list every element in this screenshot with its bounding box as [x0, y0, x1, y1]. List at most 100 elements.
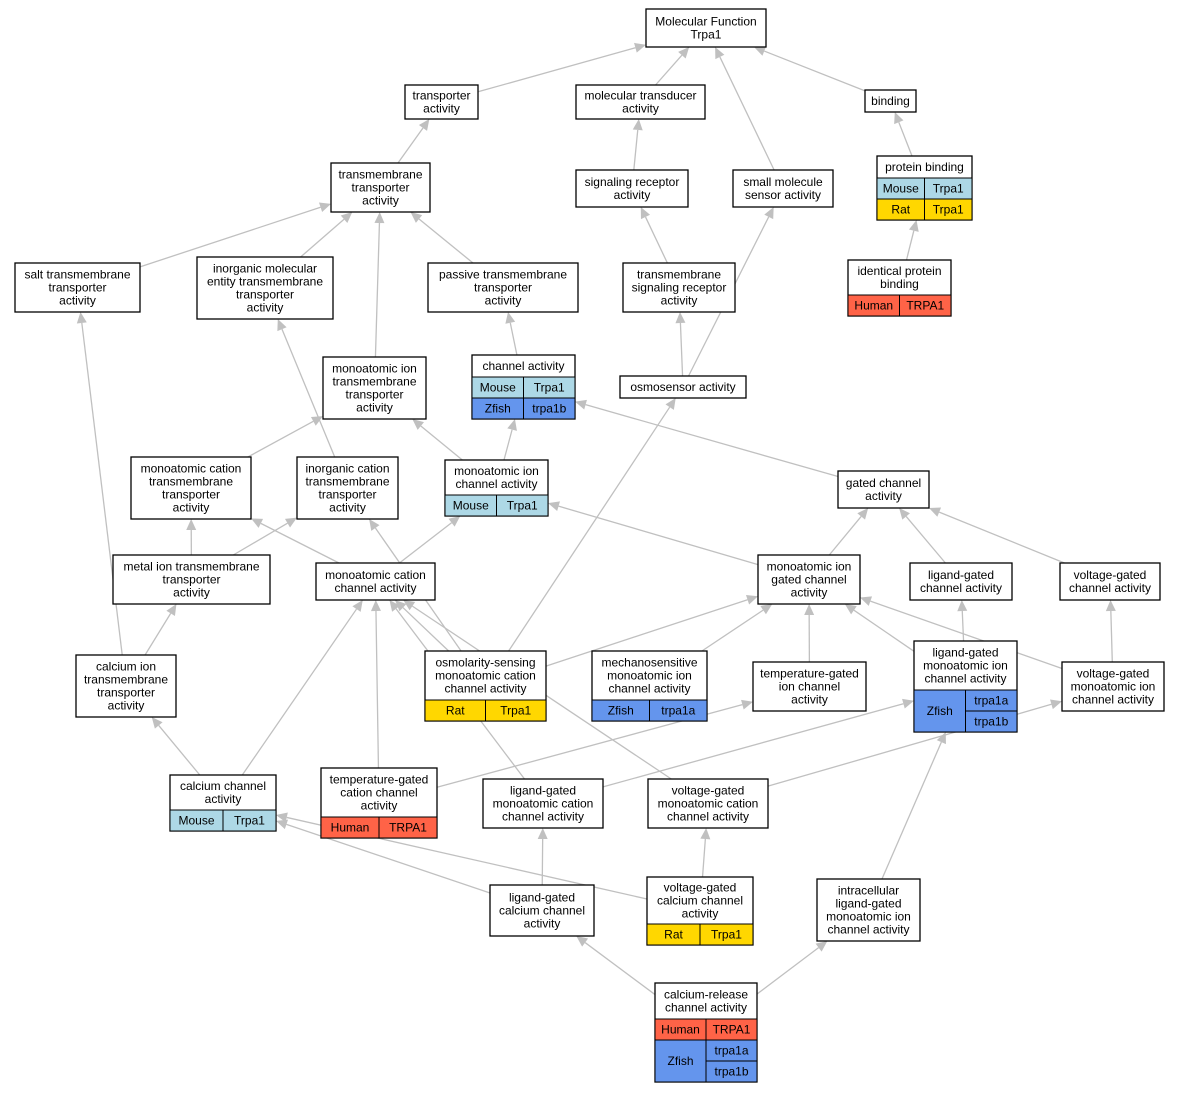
node-label-line: transmembrane [84, 673, 168, 687]
edge-line [397, 127, 424, 164]
gene-cell [965, 710, 1018, 733]
node-label-line: small molecule [743, 175, 823, 189]
node-label-line: channel activity [334, 581, 416, 595]
edge-arrowhead [754, 46, 767, 56]
species-label: Human [331, 821, 370, 835]
node-binding: binding [864, 89, 917, 113]
edge-arrowhead [745, 594, 758, 605]
edge-arrowhead [678, 47, 690, 59]
node-label-line: transporter [318, 488, 376, 502]
edge-line [938, 511, 1065, 564]
edge-arrowhead [507, 419, 517, 431]
species-label: Mouse [480, 381, 516, 395]
node-label-line: ligand-gated [932, 646, 998, 660]
node-label-line: temperature-gated [330, 773, 429, 787]
node-label-line: calcium channel [180, 779, 266, 793]
edge-arrowhead [369, 519, 380, 531]
node-label-line: Trpa1 [691, 28, 722, 42]
gene-cell [899, 294, 952, 317]
edge-arrowhead [1050, 699, 1062, 710]
edge-line [144, 613, 172, 656]
edge-arrowhead [760, 604, 773, 615]
node-osmosensor: osmosensor activity [619, 375, 747, 399]
node-label-line: activity [614, 188, 651, 202]
node-box [575, 84, 706, 120]
edge-metal-ion-tm-to-monoatomic-cation-tm [186, 519, 197, 556]
edge-line [853, 609, 915, 652]
gene-label: trpa1b [974, 715, 1008, 729]
node-label-line: osmosensor activity [630, 380, 735, 394]
gene-label: Trpa1 [507, 499, 538, 513]
node-box [575, 169, 689, 208]
edge-arrowhead [403, 600, 416, 611]
edge-arrowhead [76, 312, 87, 324]
edge-arrowhead [764, 207, 774, 220]
edge-arrowhead [634, 42, 646, 53]
edge-protein-binding-to-binding [894, 112, 913, 157]
gene-label: trpa1a [974, 694, 1008, 708]
node-label-line: activity [205, 792, 242, 806]
edge-line [1110, 610, 1113, 663]
edge-arrowhead [575, 399, 587, 410]
edge-arrowhead [340, 212, 353, 223]
edge-line [719, 56, 775, 171]
node-label-line: activity [791, 693, 828, 707]
node-label-line: channel activity [665, 1001, 747, 1015]
edge-monoatomic-cation-channel-to-monoatomic-ion-channel [399, 516, 461, 564]
edge-line [905, 230, 915, 261]
edge-salt-tm-to-tm-transporter [139, 202, 331, 268]
node-label-line: voltage-gated [672, 784, 745, 798]
node-box [14, 262, 141, 313]
edge-arrowhead [276, 819, 289, 830]
node-label-line: entity transmembrane [207, 275, 323, 289]
node-label-line: binding [880, 277, 919, 291]
edge-line [961, 610, 965, 642]
node-label-line: inorganic cation [305, 462, 389, 476]
edge-arrowhead [857, 508, 869, 520]
node-label-line: activity [865, 489, 902, 503]
node-label-line: voltage-gated [1074, 568, 1147, 582]
node-box [752, 661, 867, 712]
node-box [130, 456, 252, 520]
node-label-line: activity [485, 294, 522, 308]
node-label-line: gated channel [846, 476, 921, 490]
node-label-line: calcium-release [664, 988, 748, 1002]
node-label-line: calcium channel [499, 904, 585, 918]
node-box [482, 778, 604, 829]
edge-line [870, 600, 1063, 670]
node-label-line: voltage-gated [664, 881, 737, 895]
gene-label: trpa1a [661, 704, 695, 718]
edge-arrowhead [537, 828, 548, 840]
edge-ligand-gated-monoatomic-ion-to-ligand-gated-channel [957, 600, 968, 642]
node-label-line: transporter [236, 288, 294, 302]
edge-arrowhead [284, 517, 297, 528]
edge-line [898, 122, 913, 157]
species-label: Zfish [485, 402, 511, 416]
node-label-line: ion channel [779, 680, 840, 694]
edge-osmolarity-sensing-to-monoatomic-cation-channel [394, 600, 450, 652]
node-label-line: monoatomic ion [607, 669, 692, 683]
edge-arrowhead [936, 732, 946, 745]
node-label-line: monoatomic ion [454, 464, 539, 478]
edge-arrowhead [700, 828, 711, 840]
node-label-line: activity [661, 294, 698, 308]
gene-label: Trpa1 [500, 704, 531, 718]
node-label-line: channel activity [502, 810, 584, 824]
gene-cell [705, 1060, 758, 1083]
edge-metal-ion-tm-to-inorganic-cation-tm [232, 517, 297, 556]
edge-arrowhead [276, 812, 288, 823]
node-label-line: activity [362, 194, 399, 208]
node-box [909, 562, 1013, 601]
edge-arrowhead [741, 699, 753, 710]
edge-calcium-ion-tm-to-metal-ion-tm [144, 604, 177, 656]
edge-calcium-release-to-ligand-gated-calcium [576, 936, 656, 996]
edge-inorganic-molecular-to-tm-transporter [300, 212, 353, 258]
node-label-line: transmembrane [149, 475, 233, 489]
